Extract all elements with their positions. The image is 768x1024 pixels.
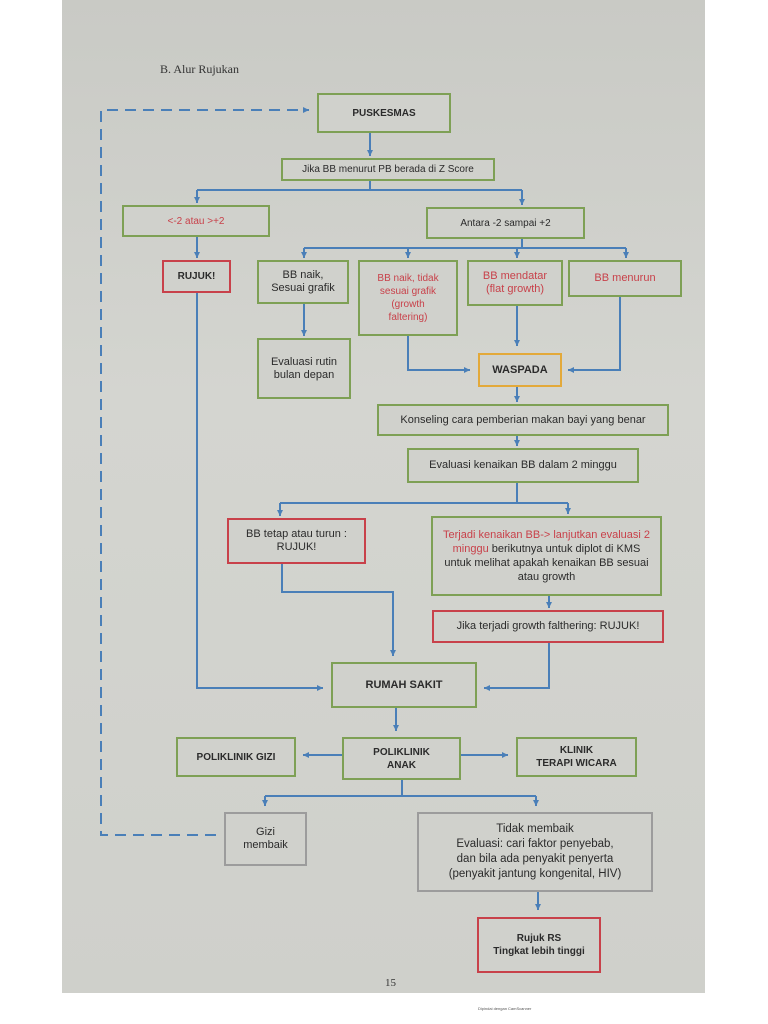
terjadi-kenaikan-rest-text: berikutnya untuk diplot di KMS untuk mel…	[444, 543, 649, 583]
scanner-footer: Dipindai dengan CamScanner	[478, 1006, 532, 1011]
puskesmas-box: PUSKESMAS	[317, 93, 451, 133]
arrow-bbtetap-rs	[281, 564, 396, 656]
arrow-antara-split	[304, 239, 626, 249]
arrow-feedback-dashed	[100, 107, 309, 836]
rujuk-box: RUJUK!	[162, 260, 231, 293]
range-outside-box: <-2 atau >+2	[122, 205, 270, 237]
rumah-sakit-box: RUMAH SAKIT	[331, 662, 477, 708]
waspada-box: WASPADA	[478, 353, 562, 387]
evaluasi-rutin-box: Evaluasi rutin bulan depan	[257, 338, 351, 399]
klinik-terapi-wicara-box: KLINIK TERAPI WICARA	[516, 737, 637, 777]
range-inside-box: Antara -2 sampai +2	[426, 207, 585, 239]
bb-menurun-box: BB menurun	[568, 260, 682, 297]
growth-falthering-box: Jika terjadi growth falthering: RUJUK!	[432, 610, 664, 643]
bb-naik-tidak-sesuai-box: BB naik, tidak sesuai grafik (growth fal…	[358, 260, 458, 336]
zscore-box: Jika BB menurut PB berada di Z Score	[281, 158, 495, 181]
page-number: 15	[385, 977, 396, 989]
arrow-polianak-split	[265, 780, 536, 797]
rujuk-rs-box: Rujuk RS Tingkat lebih tinggi	[477, 917, 601, 973]
tidak-membaik-box: Tidak membaik Evaluasi: cari faktor peny…	[417, 812, 653, 892]
arrow-rujuk-rs	[196, 293, 323, 691]
arrow-evaluasi-split	[280, 483, 568, 504]
arrow-zscore-split	[197, 181, 522, 191]
bb-mendatar-box: BB mendatar (flat growth)	[467, 260, 563, 306]
evaluasi-kenaikan-box: Evaluasi kenaikan BB dalam 2 minggu	[407, 448, 639, 483]
terjadi-kenaikan-red-text: Terjadi kenaikan BB-> lanjutkan evaluasi…	[443, 529, 650, 555]
konseling-box: Konseling cara pemberian makan bayi yang…	[377, 404, 669, 436]
arrow-menurun-waspada	[568, 297, 621, 373]
arrow-growth-rs	[484, 643, 550, 691]
bb-naik-sesuai-box: BB naik, Sesuai grafik	[257, 260, 349, 304]
gizi-membaik-box: Gizi membaik	[224, 812, 307, 866]
poliklinik-gizi-box: POLIKLINIK GIZI	[176, 737, 296, 777]
poliklinik-anak-box: POLIKLINIK ANAK	[342, 737, 461, 780]
arrow-bbtidak-waspada	[407, 336, 470, 373]
terjadi-kenaikan-box: Terjadi kenaikan BB-> lanjutkan evaluasi…	[431, 516, 662, 596]
section-title: B. Alur Rujukan	[160, 62, 240, 76]
bb-tetap-turun-box: BB tetap atau turun : RUJUK!	[227, 518, 366, 564]
